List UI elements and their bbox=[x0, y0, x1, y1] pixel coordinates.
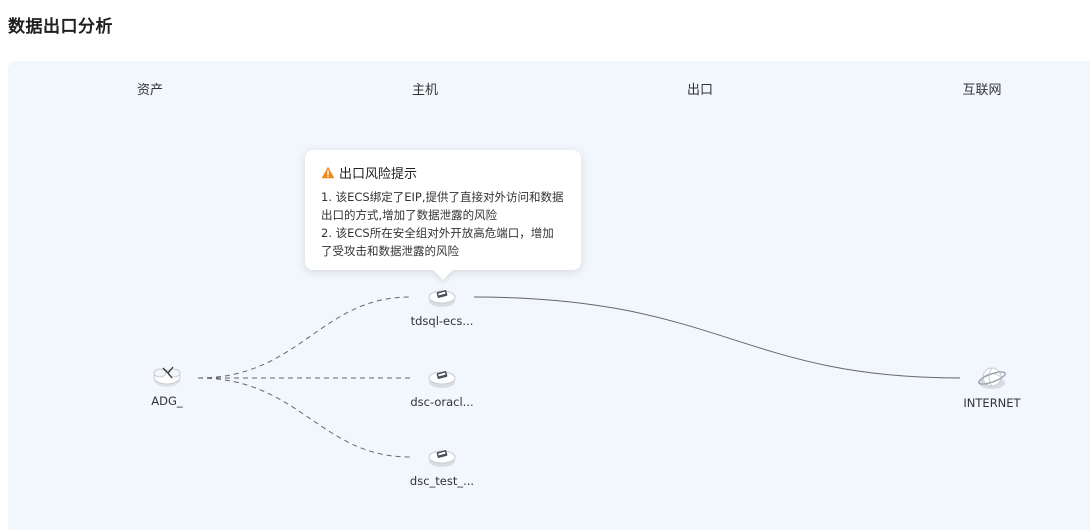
tooltip-body: 1. 该ECS绑定了EIP,提供了直接对外访问和数据出口的方式,增加了数据泄露的… bbox=[321, 188, 565, 260]
internet-node-label: INTERNET bbox=[963, 396, 1021, 410]
host-node-2-label: dsc-oracl... bbox=[410, 395, 474, 409]
link-asset-to-host-1 bbox=[197, 296, 411, 379]
host-node-1[interactable]: tdsql-ecs... bbox=[397, 284, 487, 328]
link-asset-to-host-3 bbox=[197, 377, 411, 458]
host-node-2[interactable]: dsc-oracl... bbox=[397, 365, 487, 409]
column-header-host: 主机 bbox=[411, 83, 439, 98]
server-icon bbox=[428, 371, 456, 388]
asset-node[interactable]: ADG_ bbox=[122, 362, 212, 408]
link-host-1-to-internet bbox=[473, 296, 961, 379]
tooltip-line-1: 1. 该ECS绑定了EIP,提供了直接对外访问和数据出口的方式,增加了数据泄露的… bbox=[321, 190, 564, 222]
column-header-asset: 资产 bbox=[136, 83, 164, 98]
database-router-icon bbox=[153, 366, 181, 387]
server-icon bbox=[428, 450, 456, 467]
tooltip-line-2: 2. 该ECS所在安全组对外开放高危端口，增加了受攻击和数据泄露的风险 bbox=[321, 226, 554, 258]
tooltip-title: 出口风险提示 bbox=[339, 167, 418, 182]
internet-node[interactable]: INTERNET bbox=[947, 364, 1037, 410]
host-node-3[interactable]: dsc_test_... bbox=[397, 444, 487, 488]
exit-risk-tooltip: 出口风险提示 1. 该ECS绑定了EIP,提供了直接对外访问和数据出口的方式,增… bbox=[305, 150, 581, 270]
column-header-exit: 出口 bbox=[686, 83, 714, 98]
server-icon bbox=[428, 290, 456, 307]
host-node-1-label: tdsql-ecs... bbox=[410, 314, 474, 328]
asset-node-label: ADG_ bbox=[151, 394, 183, 408]
host-node-3-label: dsc_test_... bbox=[409, 474, 475, 488]
globe-icon bbox=[978, 367, 1006, 389]
tooltip-header: 出口风险提示 bbox=[321, 163, 565, 182]
page-title: 数据出口分析 bbox=[8, 17, 113, 37]
diagram-canvas bbox=[8, 61, 1090, 530]
column-header-internet: 互联网 bbox=[962, 83, 1002, 98]
warning-icon bbox=[321, 166, 335, 179]
